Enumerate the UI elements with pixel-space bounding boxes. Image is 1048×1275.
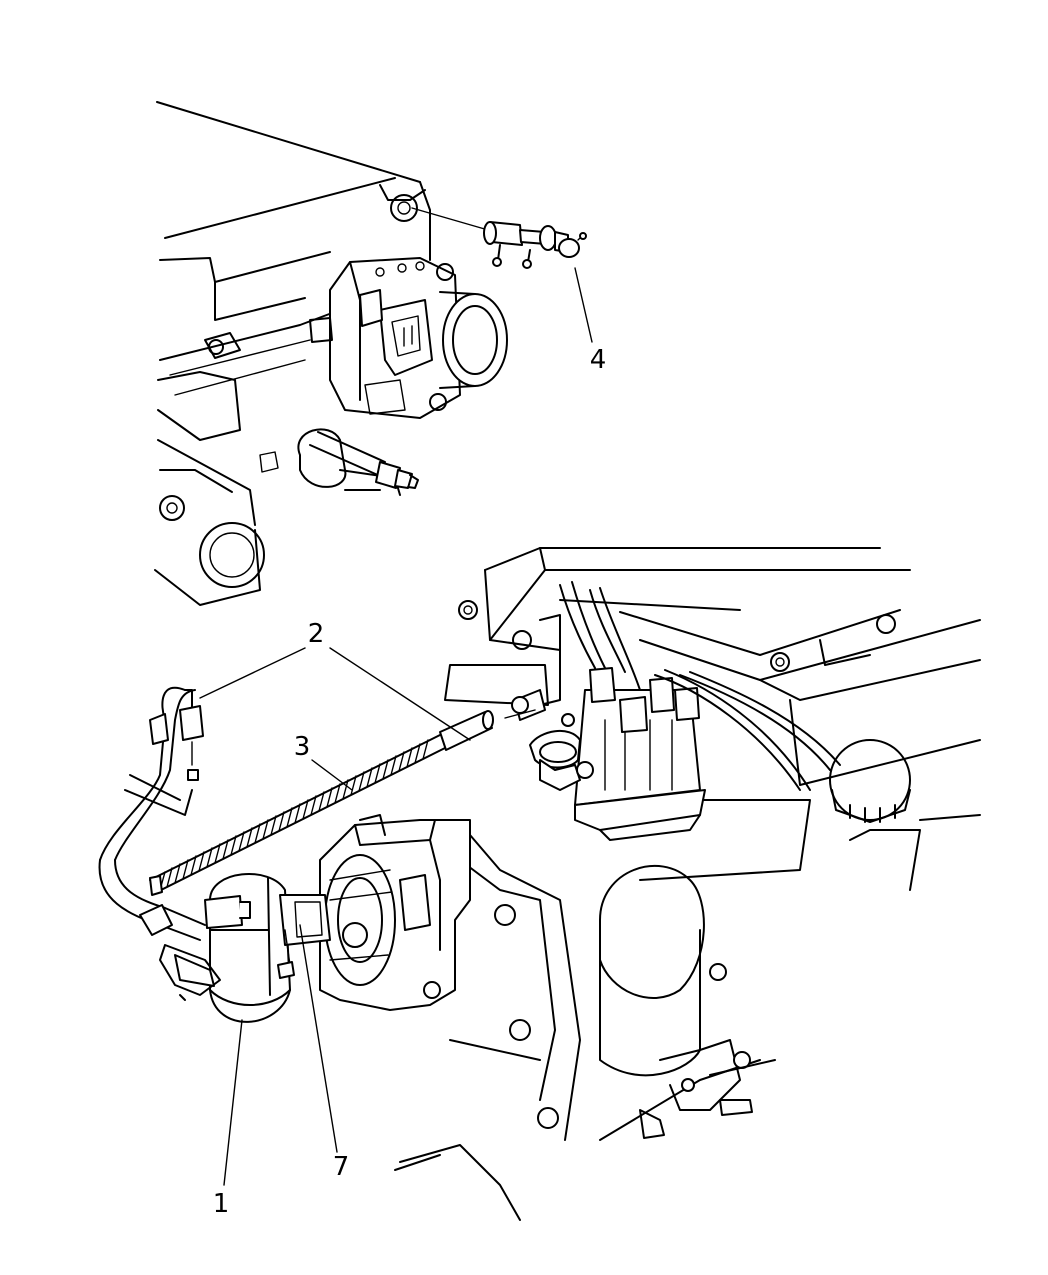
callout-3: 3 [294, 732, 311, 762]
leader-line-7 [299, 924, 338, 1153]
leader-line-4 [574, 267, 593, 343]
intake-manifold-drawing [154, 101, 431, 606]
callout-2: 2 [308, 619, 325, 649]
leader-line-3 [311, 759, 353, 791]
front-cover-drawing [394, 834, 776, 1221]
callout-1: 1 [213, 1189, 230, 1219]
valve-cover-drawing [444, 547, 981, 891]
distributor-drawing [511, 581, 911, 841]
vacuum-hose-part-2-3 [98, 686, 536, 1001]
callout-labels: 4 2 3 7 1 [213, 345, 607, 1219]
vacuum-pump-part-1 [204, 873, 331, 1023]
callout-leaders [199, 267, 593, 1186]
fuel-line-tube-upper [309, 431, 419, 489]
leader-line-1 [223, 1019, 243, 1186]
leader-line-2a [199, 647, 306, 699]
callout-7: 7 [333, 1152, 350, 1182]
vacuum-fitting-part-4 [411, 207, 587, 269]
throttle-body-drawing [309, 257, 508, 419]
leader-line-2b [329, 647, 471, 741]
pump-bracket-drawing [319, 814, 471, 1011]
callout-4: 4 [590, 345, 607, 375]
